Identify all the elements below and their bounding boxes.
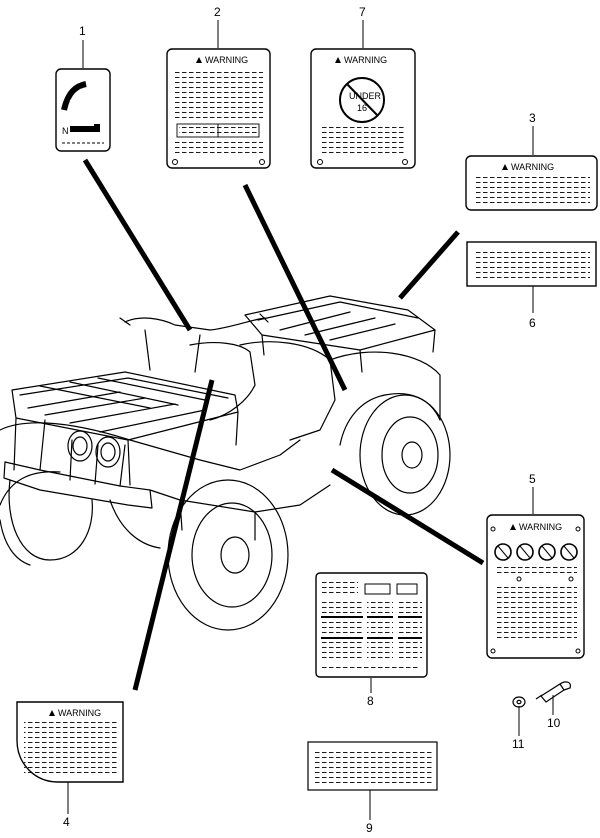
label-2-title: WARNING <box>205 55 248 65</box>
callout-10: 10 <box>547 716 561 730</box>
gear-n-label: N <box>62 126 69 136</box>
label-1-shift-indicator: N <box>55 68 111 152</box>
label-3-title: WARNING <box>511 162 554 172</box>
callout-7: 7 <box>359 5 366 19</box>
label-6-plain <box>466 241 597 287</box>
callout-5: 5 <box>529 472 536 486</box>
callout-4: 4 <box>63 815 70 829</box>
callout-9: 9 <box>366 821 373 835</box>
label-5-title: WARNING <box>519 522 562 532</box>
callout-1: 1 <box>79 24 86 38</box>
label-4-title: WARNING <box>58 708 101 718</box>
part-11-washer <box>512 696 526 708</box>
callout-3: 3 <box>529 111 536 125</box>
leader-lines <box>67 20 554 820</box>
callout-2: 2 <box>214 5 221 19</box>
age-16-text: 16 <box>357 103 367 113</box>
label-8-info-panel <box>315 572 428 678</box>
label-2-warning: WARNING <box>166 48 271 169</box>
label-7-age-warning: WARNING UNDER 16 <box>310 48 416 169</box>
label-7-title: WARNING <box>344 55 387 65</box>
label-4-corner-warning: WARNING <box>16 701 124 783</box>
label-9-plain <box>307 741 438 791</box>
age-under-text: UNDER <box>349 91 382 101</box>
callout-8: 8 <box>367 694 374 708</box>
label-5-pictogram-warning: WARNING <box>486 514 585 659</box>
part-10-rivet <box>535 681 571 703</box>
callout-11: 11 <box>512 737 525 751</box>
label-3-warning: WARNING <box>465 155 598 211</box>
callout-6: 6 <box>529 316 536 330</box>
